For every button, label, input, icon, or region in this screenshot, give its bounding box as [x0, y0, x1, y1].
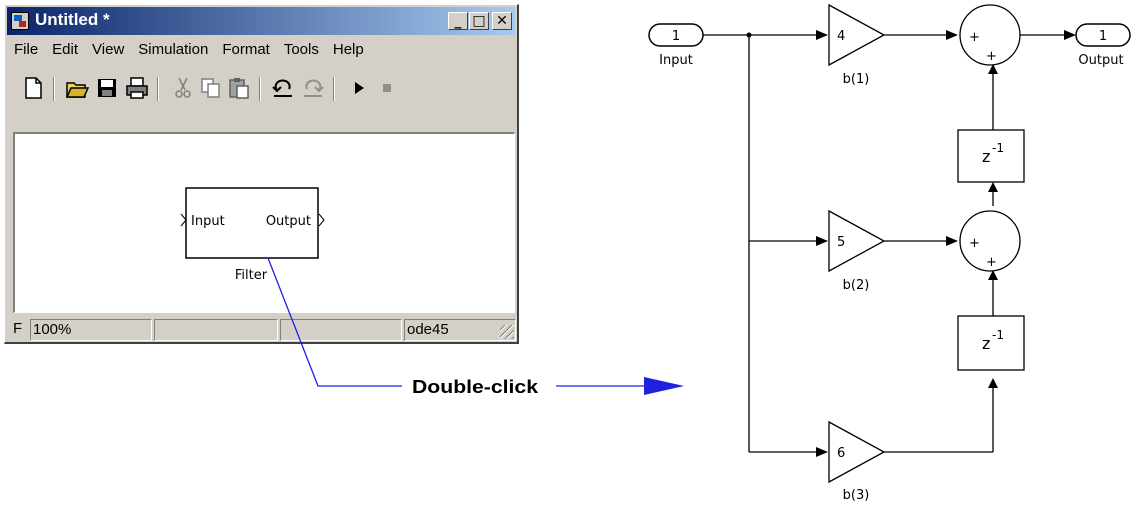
status-pane-time: [280, 319, 402, 341]
filter-input-port-label: Input: [191, 214, 225, 229]
model-canvas[interactable]: Input Output Filter: [13, 132, 515, 313]
delay-top-exponent: -1: [992, 141, 1004, 155]
gain-label-b3: b(3): [843, 488, 870, 503]
sum-block-top: + +: [959, 4, 1021, 66]
sum-top-sign-left: +: [969, 30, 980, 45]
save-icon: [98, 79, 116, 97]
redo-icon: [304, 79, 324, 97]
minimize-icon: _: [454, 13, 462, 29]
gain-value-b2: 5: [837, 235, 845, 250]
signal-lines: [703, 34, 1066, 453]
inport-block: [648, 23, 704, 47]
status-solver: ode45: [404, 319, 516, 341]
maximize-icon: □: [472, 13, 486, 29]
status-bar: F 100% ode45: [11, 319, 516, 341]
gain-block-b2: 5 b(2): [828, 209, 886, 293]
menu-edit[interactable]: Edit: [52, 41, 79, 58]
filter-block-name: Filter: [235, 268, 268, 283]
menu-simulation[interactable]: Simulation: [138, 41, 209, 58]
status-zoom: 100%: [30, 319, 152, 341]
toolbar: [9, 75, 513, 105]
status-pane-empty: [154, 319, 278, 341]
outport-block: [1075, 23, 1131, 47]
save-button[interactable]: [95, 75, 119, 101]
close-icon: ✕: [496, 13, 508, 29]
status-pane-ready: F: [13, 320, 23, 337]
unit-delay-bottom: z -1: [957, 315, 1025, 371]
outport-label: Output: [1078, 53, 1123, 68]
simulink-app-icon: [11, 12, 29, 30]
sum-top-sign-bottom: +: [986, 49, 997, 64]
signal-arrowheads: [816, 30, 1076, 457]
print-button[interactable]: [125, 75, 149, 101]
minimize-button[interactable]: _: [448, 12, 468, 30]
filter-block[interactable]: [185, 187, 319, 259]
input-port-chevron: [180, 213, 187, 227]
model-window: Untitled * _ □ ✕ File Edit View Simulati…: [4, 4, 519, 344]
delay-bottom-exponent: -1: [992, 328, 1004, 342]
gain-block-b3: 6 b(3): [828, 420, 886, 503]
open-icon: [65, 82, 90, 98]
menu-file[interactable]: File: [14, 41, 39, 58]
gain-value-b1: 4: [837, 29, 845, 44]
print-icon: [126, 77, 148, 99]
maximize-button[interactable]: □: [469, 12, 489, 30]
sum-middle-sign-left: +: [969, 236, 980, 251]
output-port-chevron: [318, 213, 325, 227]
gain-value-b3: 6: [837, 446, 845, 461]
double-click-annotation: Double-click: [412, 377, 539, 397]
cut-icon: [175, 77, 191, 98]
delay-bottom-base: z: [982, 334, 990, 353]
gain-label-b2: b(2): [843, 278, 870, 293]
gain-block-b1: 4 b(1): [828, 3, 886, 87]
resize-grip[interactable]: [500, 325, 514, 339]
title-bar[interactable]: Untitled * _ □ ✕: [7, 7, 515, 35]
toolbar-separator: [157, 77, 159, 101]
gain-label-b1: b(1): [843, 72, 870, 87]
sum-middle-sign-bottom: +: [986, 255, 997, 270]
menu-view[interactable]: View: [92, 41, 125, 58]
undo-button[interactable]: [271, 75, 295, 101]
toolbar-separator: [333, 77, 335, 101]
toolbar-separator: [53, 77, 55, 101]
paste-icon: [229, 78, 249, 99]
menu-format[interactable]: Format: [222, 41, 270, 58]
copy-button[interactable]: [199, 75, 223, 101]
delay-top-base: z: [982, 147, 990, 166]
close-button[interactable]: ✕: [492, 12, 512, 30]
new-icon: [25, 77, 42, 99]
open-button[interactable]: [65, 75, 90, 101]
inport-label: Input: [659, 53, 693, 68]
start-simulation-button[interactable]: [347, 75, 371, 101]
stop-simulation-icon: [383, 84, 391, 92]
menu-help[interactable]: Help: [332, 41, 364, 58]
menu-tools[interactable]: Tools: [283, 41, 319, 58]
unit-delay-top: z -1: [957, 129, 1025, 183]
canvas-drawing: Input Output Filter: [180, 187, 325, 283]
branch-point: [746, 32, 752, 38]
sum-block-middle: + +: [959, 210, 1021, 272]
filter-output-port-label: Output: [266, 214, 311, 229]
arrow-head-icon: [644, 377, 684, 395]
window-title: Untitled *: [35, 10, 110, 29]
toolbar-separator: [259, 77, 261, 101]
paste-button[interactable]: [227, 75, 251, 101]
undo-icon: [272, 79, 292, 97]
new-model-button[interactable]: [21, 75, 45, 101]
stop-simulation-button[interactable]: [375, 75, 399, 101]
redo-button[interactable]: [301, 75, 325, 101]
inport-number: 1: [672, 29, 680, 44]
copy-icon: [201, 78, 220, 98]
cut-button[interactable]: [171, 75, 195, 101]
menu-bar: File Edit View Simulation Format Tools H…: [9, 37, 373, 61]
outport-number: 1: [1099, 29, 1107, 44]
start-simulation-icon: [355, 82, 364, 94]
